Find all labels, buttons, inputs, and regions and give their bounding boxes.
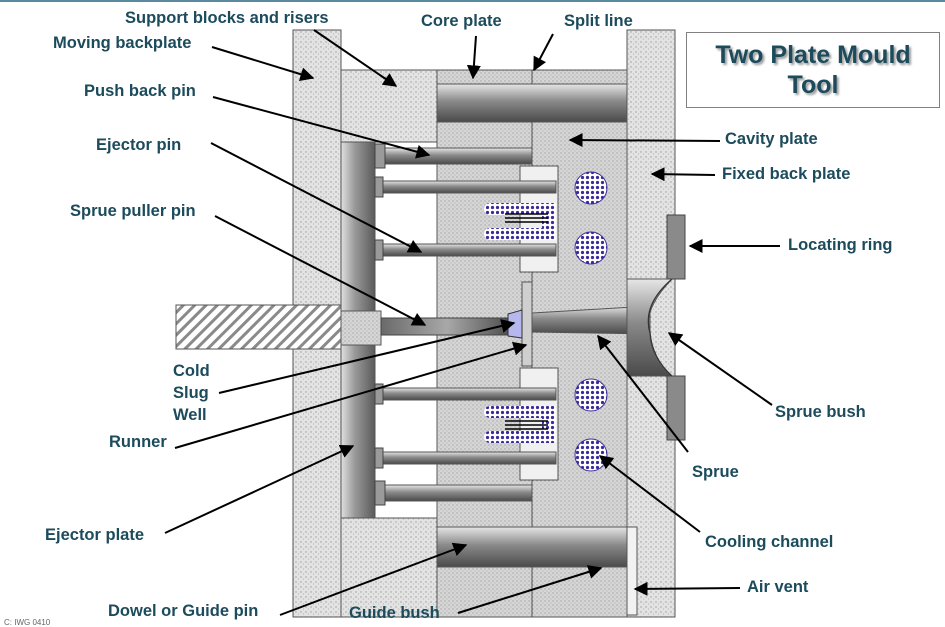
cooling-channel-3: [574, 378, 608, 412]
title-box: Two Plate Mould Tool: [686, 32, 940, 108]
ejector-pin-3: [374, 387, 557, 401]
label-dowel-guide-pin: Dowel or Guide pin: [108, 602, 259, 620]
ejector-pin-3-head: [374, 383, 384, 405]
leader-lines: [164, 29, 780, 616]
ejector-pin-4: [374, 451, 557, 465]
top-rule: [0, 0, 945, 2]
ejector-pin-2-head: [374, 239, 384, 261]
label-runner: Runner: [109, 433, 167, 451]
label-support-blocks: Support blocks and risers: [125, 9, 329, 27]
ejector-pin-1-head: [374, 176, 384, 198]
guide-pin-bottom: [436, 526, 628, 568]
push-back-pin-bottom: [374, 484, 533, 502]
label-core-plate: Core plate: [421, 12, 502, 30]
label-moving-backplate: Moving backplate: [53, 34, 192, 52]
footer-code: C: IWG 0410: [4, 618, 51, 627]
label-split-line: Split line: [564, 12, 633, 30]
label-fixed-back-plate: Fixed back plate: [722, 165, 851, 183]
label-cold-slug-well: Cold Slug Well: [173, 362, 210, 424]
label-guide-bush: Guide bush: [349, 604, 440, 622]
cooling-channel-4: [574, 438, 608, 472]
cooling-channel-1: [574, 171, 608, 205]
ejector-pin-2: [374, 243, 557, 257]
label-cooling-channel: Cooling channel: [705, 533, 834, 551]
push-back-pin-top: [374, 147, 533, 165]
ejector-rod-hatched: [175, 304, 342, 350]
label-sprue: Sprue: [692, 463, 739, 481]
sprue-puller-pin: [380, 317, 514, 336]
cooling-channel-2: [574, 231, 608, 265]
moulded-part-top: [484, 203, 556, 240]
ejector-rod-end: [340, 310, 382, 346]
locating-ring-bottom: [666, 375, 686, 441]
sprue-bush-seat: [647, 278, 673, 377]
locating-ring-top: [666, 214, 686, 280]
push-back-pin-bottom-head: [374, 480, 386, 506]
support-block-bottom: [340, 517, 438, 618]
runner-strip: [521, 281, 533, 367]
label-air-vent: Air vent: [747, 578, 809, 596]
ejector-pin-1: [374, 180, 557, 194]
guide-pin-top: [436, 83, 628, 123]
label-push-back-pin: Push back pin: [84, 82, 196, 100]
label-ejector-pin: Ejector pin: [96, 136, 182, 154]
label-sprue-bush: Sprue bush: [775, 403, 866, 421]
push-back-pin-top-head: [374, 143, 386, 169]
label-sprue-puller-pin: Sprue puller pin: [70, 202, 196, 220]
ejector-pin-4-head: [374, 447, 384, 469]
moulded-part-bottom: [484, 406, 556, 443]
label-cavity-plate: Cavity plate: [725, 130, 818, 148]
label-locating-ring: Locating ring: [788, 236, 893, 254]
label-ejector-plate: Ejector plate: [45, 526, 145, 544]
guide-bush: [626, 526, 638, 616]
diagram-title: Two Plate Mould Tool: [715, 41, 911, 99]
